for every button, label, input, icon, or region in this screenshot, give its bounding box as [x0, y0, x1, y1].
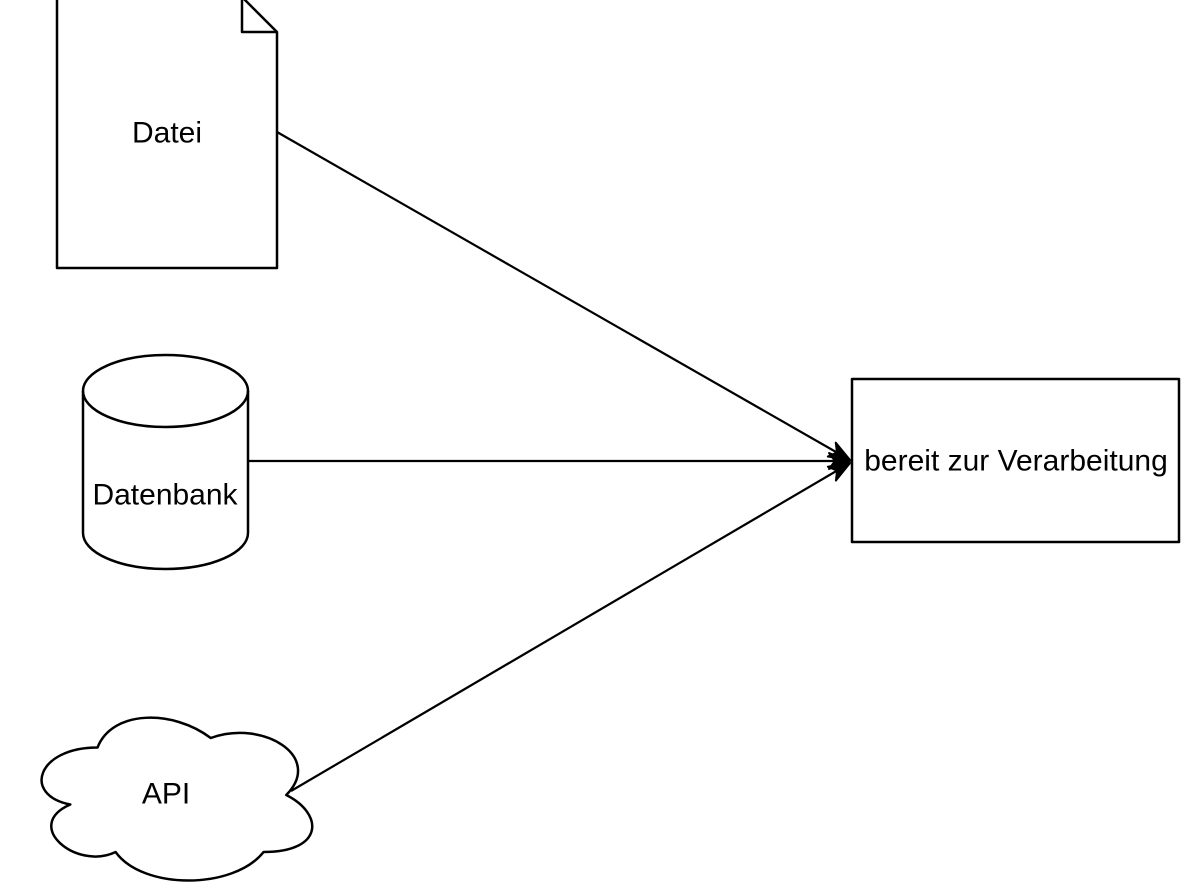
document-node[interactable] [55, 0, 279, 270]
edge-api-to-ziel[interactable] [290, 462, 851, 792]
label-datei: Datei [131, 116, 203, 150]
cylinder-shape[interactable] [81, 353, 250, 571]
label-datenbank: Datenbank [92, 478, 238, 512]
cylinder-rim [81, 390, 250, 429]
target-rectangle[interactable] [850, 377, 1181, 544]
document-fold [240, 0, 277, 34]
edge-datei-to-ziel[interactable] [276, 131, 851, 461]
label-ziel: bereit zur Verarbeitung [864, 444, 1168, 478]
document-shape[interactable] [55, 0, 279, 270]
label-api: API [141, 777, 191, 811]
cloud-shape[interactable] [40, 716, 314, 882]
database-node[interactable] [81, 353, 250, 571]
